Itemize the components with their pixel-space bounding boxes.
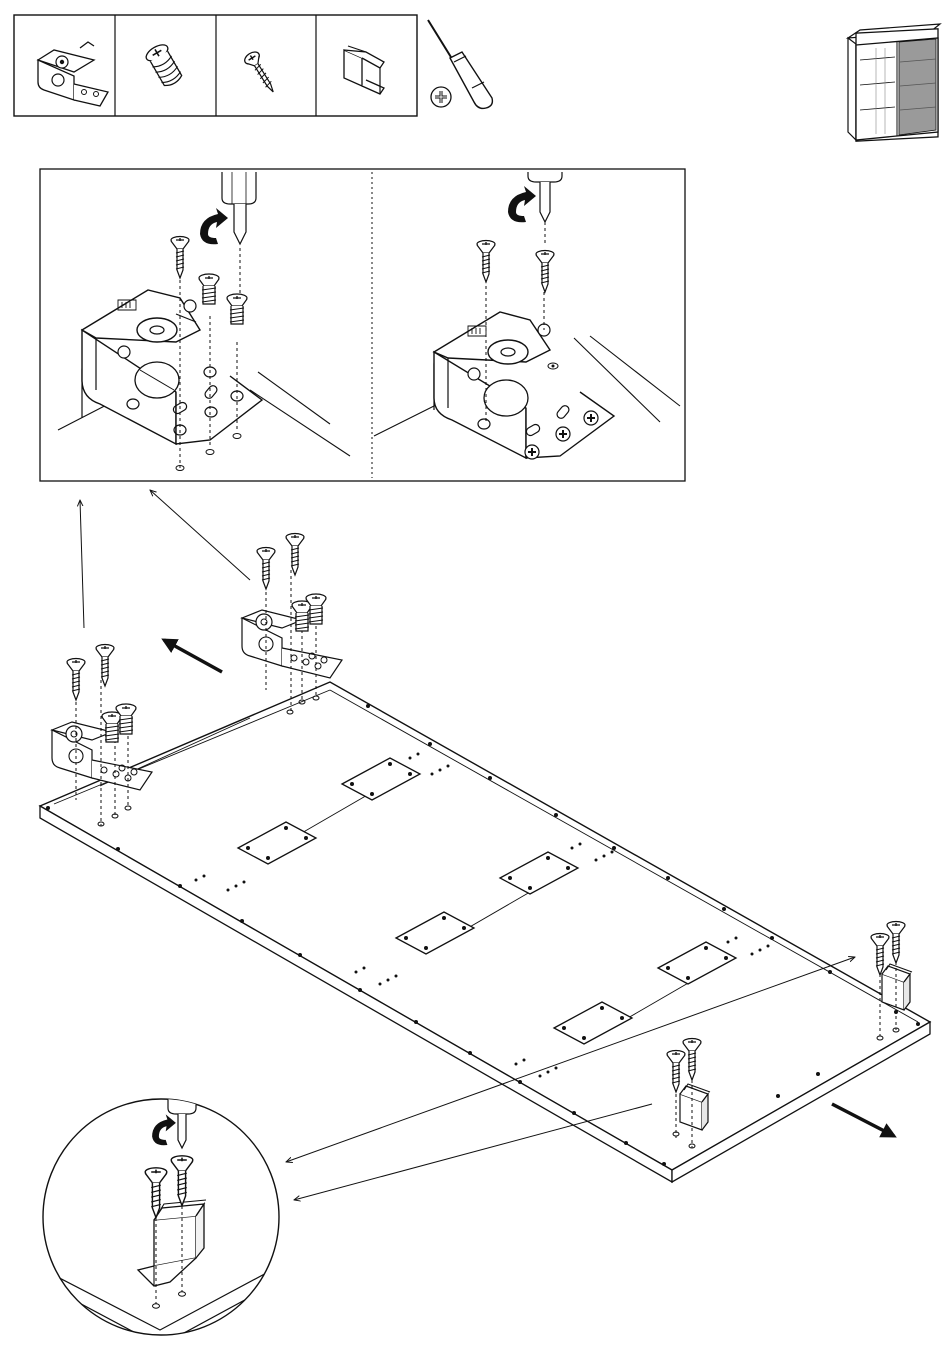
u-bracket-detail-icon xyxy=(40,1096,300,1346)
direction-arrow-left xyxy=(164,640,222,672)
direction-arrow-right xyxy=(832,1104,894,1136)
parts-bar xyxy=(14,15,417,116)
wardrobe-panel xyxy=(40,620,930,1182)
phillips-screwdriver-icon xyxy=(428,20,492,108)
detail-box xyxy=(40,169,685,481)
sliding-wardrobe-icon xyxy=(848,24,940,141)
